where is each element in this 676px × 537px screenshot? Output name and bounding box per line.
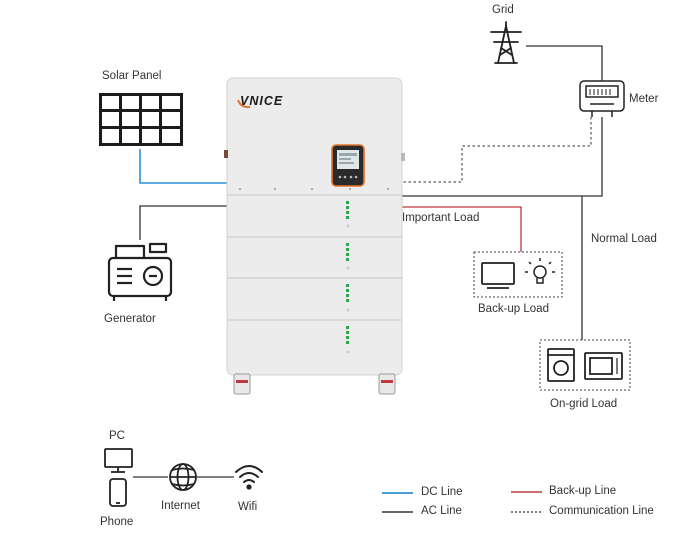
dc-line: [139, 149, 228, 184]
ongrid-load-box: [539, 339, 631, 391]
backup-line: [402, 206, 522, 252]
generator-label: Generator: [104, 313, 156, 325]
meter-label: Meter: [629, 93, 659, 105]
ac-lines: [139, 45, 603, 340]
inverter-battery-cabinet: [224, 77, 405, 395]
wifi-label: Wifi: [238, 501, 258, 513]
grid-tower-icon: [490, 21, 522, 64]
tv-icon: [481, 262, 515, 289]
grid-label: Grid: [492, 4, 514, 16]
legend-dc-label: DC Line: [421, 486, 463, 498]
solar-panel-label: Solar Panel: [102, 70, 162, 82]
backup-load-box: [473, 251, 563, 298]
brand-logo: VNICE: [240, 94, 284, 108]
pc-label: PC: [109, 430, 125, 442]
normal-load-label: Normal Load: [591, 233, 657, 245]
internet-label: Internet: [161, 500, 200, 512]
legend-communication-label: Communication Line: [549, 505, 654, 517]
light-bulb-icon: [525, 258, 555, 284]
wifi-icon: [235, 465, 263, 490]
ongrid-load-label: On-grid Load: [550, 398, 618, 410]
internet-globe-icon: [169, 463, 197, 491]
phone-icon: [109, 478, 127, 507]
generator-icon: [107, 242, 173, 301]
microwave-icon: [584, 352, 623, 380]
backup-load-label: Back-up Load: [478, 303, 549, 315]
meter-icon: [579, 80, 625, 117]
washing-machine-icon: [547, 348, 575, 382]
pc-icon: [104, 448, 133, 473]
solar-panel-icon: [99, 93, 183, 146]
communication-line: [402, 117, 592, 183]
legend-ac-label: AC Line: [421, 505, 462, 517]
phone-label: Phone: [100, 516, 134, 528]
legend: [382, 491, 542, 513]
cabinet-wheels: [233, 373, 396, 395]
legend-backup-label: Back-up Line: [549, 485, 617, 497]
important-load-label: Important Load: [402, 212, 480, 224]
